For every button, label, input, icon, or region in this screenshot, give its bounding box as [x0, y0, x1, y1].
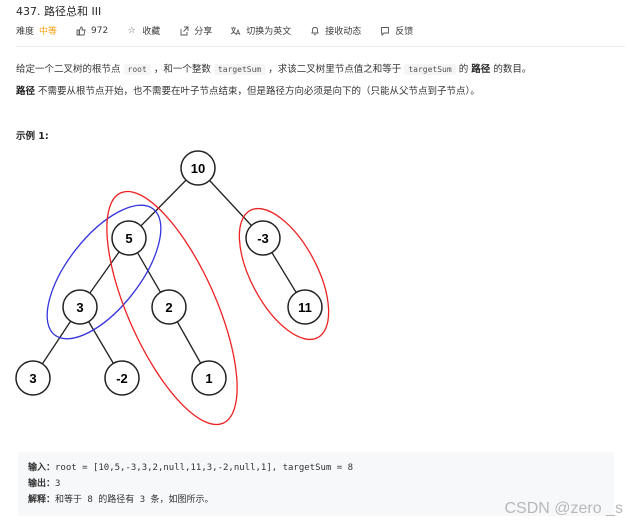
example-output-line: 输出：3 — [28, 476, 60, 489]
problem-title: 437. 路径总和 III — [16, 5, 102, 18]
tree-node-label: -2 — [116, 371, 128, 386]
output-value: 3 — [55, 479, 61, 489]
tree-node: -2 — [104, 360, 140, 396]
desc-text: ，求该二叉树里节点值之和等于 — [268, 64, 402, 75]
tree-node: 1 — [191, 360, 227, 396]
description-paragraph-1: 给定一个二叉树的根节点 root ，和一个整数 targetSum ，求该二叉树… — [16, 61, 531, 75]
thumb-up-icon — [75, 25, 86, 36]
code-root: root — [123, 64, 151, 75]
tree-node: 3 — [62, 289, 98, 325]
desc-text: 给定一个二叉树的根节点 — [16, 64, 121, 75]
tree-node-label: 1 — [205, 371, 212, 386]
tree-node: 10 — [180, 150, 216, 186]
tree-node: -3 — [245, 220, 281, 256]
translate-icon — [230, 25, 241, 36]
favorite-label: 收藏 — [142, 27, 161, 37]
difficulty-badge: 中等 — [39, 27, 58, 37]
highlight-path-blue — [46, 204, 162, 340]
tree-node-label: 3 — [76, 300, 83, 315]
desc-bold: 路径 — [471, 64, 491, 75]
like-count: 972 — [91, 25, 109, 36]
like-button[interactable]: 972 — [75, 25, 108, 36]
explanation-label: 解释： — [28, 495, 56, 505]
tree-node: 11 — [287, 289, 323, 325]
tree-node-label: 2 — [165, 300, 172, 315]
share-icon — [178, 25, 189, 36]
tree-node-label: 11 — [298, 300, 312, 315]
tree-node: 5 — [111, 220, 147, 256]
tree-node-label: -3 — [257, 231, 269, 246]
share-button[interactable]: 分享 — [178, 24, 212, 37]
feedback-button[interactable]: 反馈 — [379, 24, 413, 37]
tree-edges — [32, 167, 306, 379]
difficulty-label: 难度 — [16, 27, 35, 37]
tree-node-label: 3 — [29, 371, 36, 386]
input-label: 输入： — [28, 463, 56, 473]
desc-text: 的数目。 — [493, 64, 532, 75]
example-io-block: 输入：root = [10,5,-3,3,2,null,11,3,-2,null… — [18, 452, 614, 516]
switch-language-button[interactable]: 切换为英文 — [230, 24, 291, 37]
subscribe-label: 接收动态 — [325, 27, 362, 37]
explanation-value: 和等于 8 的路径有 3 条，如图所示。 — [55, 495, 214, 505]
input-value: root = [10,5,-3,3,2,null,11,3,-2,null,1]… — [55, 463, 354, 473]
bell-icon — [309, 25, 320, 36]
tree-node-label: 5 — [125, 231, 132, 246]
highlight-path-red — [106, 190, 238, 426]
path-highlights — [46, 190, 330, 426]
share-label: 分享 — [194, 27, 213, 37]
highlight-path-red — [238, 207, 330, 341]
problem-toolbar: 难度 中等 972 ☆ 收藏 分享 切换为英文 接收动态 反馈 — [16, 24, 431, 38]
example-input-line: 输入：root = [10,5,-3,3,2,null,11,3,-2,null… — [28, 460, 353, 473]
output-label: 输出： — [28, 479, 56, 489]
tree-nodes: 10 5 -3 3 2 11 3 -2 1 — [15, 150, 323, 396]
switch-language-label: 切换为英文 — [246, 27, 292, 37]
tree-node: 3 — [15, 360, 51, 396]
desc-bold: 路径 — [16, 86, 36, 97]
code-targetsum: targetSum — [213, 64, 266, 75]
star-icon: ☆ — [127, 25, 136, 36]
desc-text: ，和一个整数 — [153, 64, 211, 75]
desc-text: 不需要从根节点开始，也不需要在叶子节点结束，但是路径方向必须是向下的（只能从父节… — [38, 86, 480, 97]
tree-node: 2 — [151, 289, 187, 325]
feedback-label: 反馈 — [395, 27, 414, 37]
tree-node-label: 10 — [191, 161, 205, 176]
desc-text: 的 — [458, 64, 469, 75]
example-title: 示例 1: — [16, 131, 49, 142]
favorite-button[interactable]: ☆ 收藏 — [126, 24, 161, 38]
description-paragraph-2: 路径 不需要从根节点开始，也不需要在叶子节点结束，但是路径方向必须是向下的（只能… — [16, 83, 480, 97]
code-targetsum: targetSum — [404, 64, 456, 75]
subscribe-button[interactable]: 接收动态 — [309, 24, 361, 37]
example-explanation-line: 解释：和等于 8 的路径有 3 条，如图所示。 — [28, 492, 214, 505]
feedback-icon — [379, 25, 390, 36]
header-divider — [16, 46, 625, 47]
watermark: CSDN @zero _s — [504, 500, 624, 517]
